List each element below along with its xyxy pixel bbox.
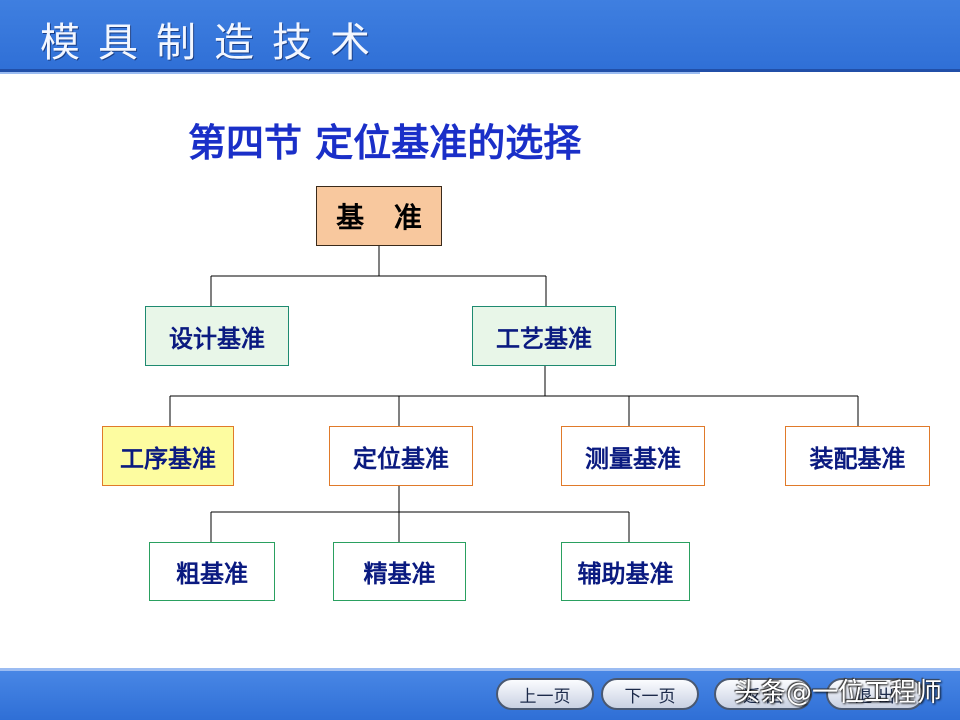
node-rough-datum: 粗基准 — [149, 542, 275, 601]
node-measuring-datum: 测量基准 — [561, 426, 705, 486]
node-locating-datum: 定位基准 — [329, 426, 473, 486]
exit-button[interactable]: 退 出 — [826, 678, 924, 710]
node-operation-datum: 工序基准 — [102, 426, 234, 486]
node-fine-datum: 精基准 — [333, 542, 466, 601]
header-bar: 模具制造技术 — [0, 0, 960, 72]
node-design-datum: 设计基准 — [145, 306, 289, 366]
node-assembly-datum: 装配基准 — [785, 426, 930, 486]
prev-page-button[interactable]: 上一页 — [496, 678, 594, 710]
course-title: 模具制造技术 — [40, 20, 388, 66]
node-process-datum: 工艺基准 — [472, 306, 616, 366]
node-root: 基 准 — [316, 186, 442, 246]
section-title: 第四节 定位基准的选择 — [188, 120, 582, 165]
header-divider — [0, 72, 700, 74]
node-auxiliary-datum: 辅助基准 — [561, 542, 690, 601]
next-page-button[interactable]: 下一页 — [601, 678, 699, 710]
return-button[interactable]: 返 回 — [714, 678, 812, 710]
watermark-text: 头条@一位工程师 — [734, 678, 943, 708]
